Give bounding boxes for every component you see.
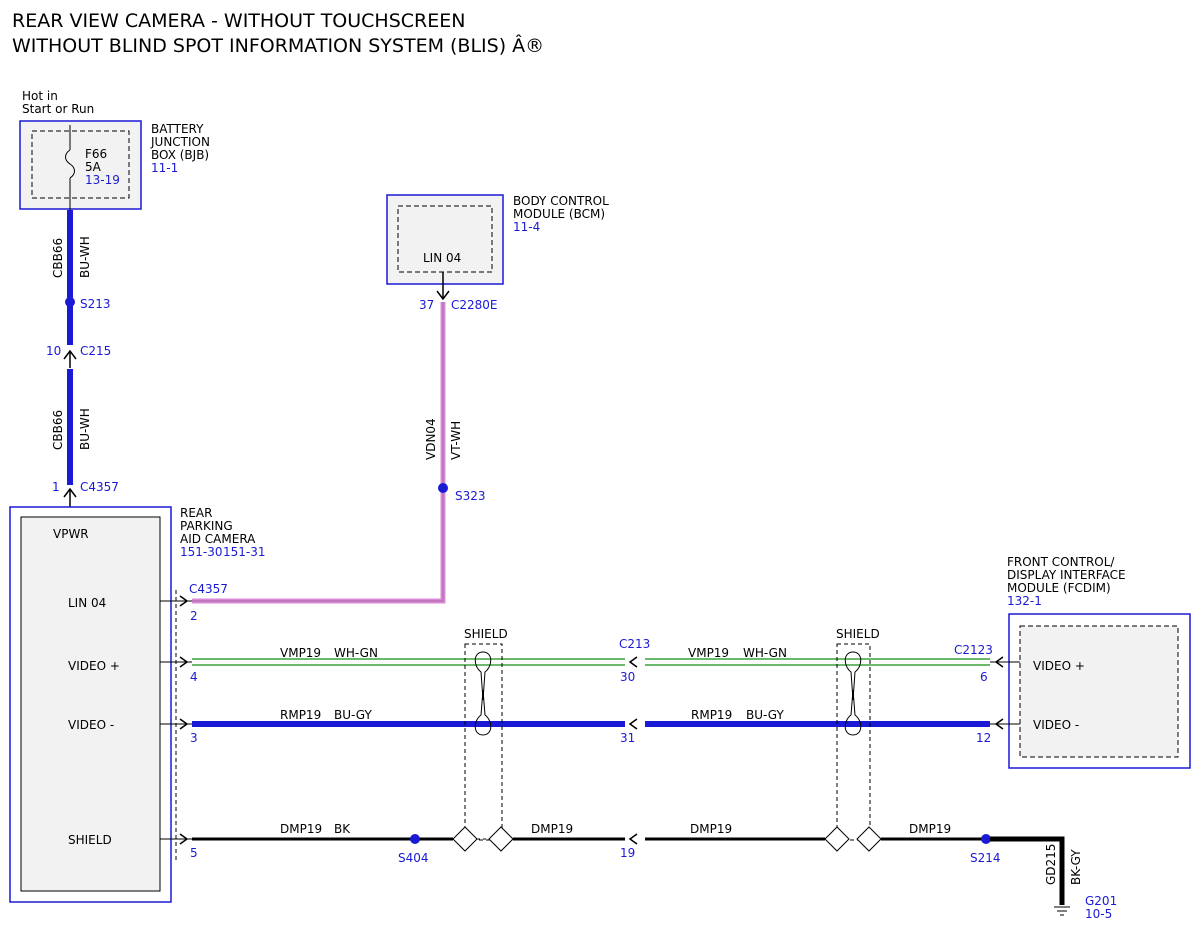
vpos-right-color: WH-GN bbox=[743, 646, 787, 660]
camera-pin-num-vneg: 3 bbox=[190, 731, 198, 745]
power-label-line2: Start or Run bbox=[22, 102, 94, 116]
camera-pin-num-vpos: 4 bbox=[190, 670, 198, 684]
bjb-name-line3: BOX (BJB) bbox=[151, 148, 209, 162]
shield-1 bbox=[452, 643, 514, 852]
splice-s404-dot bbox=[410, 834, 420, 844]
c4357-top-connector: C4357 bbox=[80, 480, 119, 494]
vpwr-lower-circuit: CBB66 bbox=[51, 410, 65, 450]
shield-2-label: SHIELD bbox=[836, 627, 880, 641]
bjb-name-line1: BATTERY bbox=[151, 122, 204, 136]
c215-connector: C215 bbox=[80, 344, 111, 358]
camera-pin-num-lin: 2 bbox=[190, 609, 198, 623]
splice-s213-label: S213 bbox=[80, 297, 111, 311]
splice-s404-label: S404 bbox=[398, 851, 429, 865]
shield-2 bbox=[824, 643, 882, 852]
video-pos-wire-right bbox=[645, 658, 990, 666]
drain3-circuit: DMP19 bbox=[690, 822, 732, 836]
camera-pin-lin: LIN 04 bbox=[68, 596, 106, 610]
c213-connector: C213 bbox=[619, 637, 650, 651]
ground-icon bbox=[1054, 906, 1070, 916]
connector-c215-icon bbox=[63, 349, 77, 360]
fcdim-name-line3: MODULE (FCDIM) bbox=[1007, 581, 1111, 595]
splice-s323-label: S323 bbox=[455, 489, 486, 503]
drain2-circuit: DMP19 bbox=[531, 822, 573, 836]
splice-s214-label: S214 bbox=[970, 851, 1001, 865]
vpos-left-circuit: VMP19 bbox=[280, 646, 321, 660]
camera-ref2: 151-31 bbox=[223, 545, 266, 559]
c213-pin-vpos: 30 bbox=[620, 670, 635, 684]
ground-wire bbox=[990, 836, 1065, 905]
fcdim-pin-num-vneg: 12 bbox=[976, 731, 991, 745]
c215-pin: 10 bbox=[46, 344, 61, 358]
vpos-left-color: WH-GN bbox=[334, 646, 378, 660]
fcdim-pin-num-vpos: 6 bbox=[980, 670, 988, 684]
fuse-ref: 13-19 bbox=[85, 173, 120, 187]
lin-wire-circuit: VDN04 bbox=[424, 418, 438, 460]
vpwr-upper-circuit: CBB66 bbox=[51, 238, 65, 278]
vpos-right-circuit: VMP19 bbox=[688, 646, 729, 660]
drain1-color: BK bbox=[334, 822, 351, 836]
vpwr-upper-color: BU-WH bbox=[78, 236, 92, 278]
c4357-top-pin: 1 bbox=[52, 480, 60, 494]
vpwr-lower-color: BU-WH bbox=[78, 408, 92, 450]
power-label-line1: Hot in bbox=[22, 89, 58, 103]
diagram-title-line1: REAR VIEW CAMERA - WITHOUT TOUCHSCREEN bbox=[12, 10, 465, 32]
c213-pin-vneg: 31 bbox=[620, 731, 635, 745]
drain4-circuit: DMP19 bbox=[909, 822, 951, 836]
vneg-left-color: BU-GY bbox=[334, 708, 372, 722]
splice-s214-dot bbox=[981, 834, 991, 844]
camera-connector: C4357 bbox=[189, 582, 228, 596]
ground-ref: 10-5 bbox=[1085, 907, 1112, 921]
bcm-pin-label: LIN 04 bbox=[423, 251, 461, 265]
bcm-name-line2: MODULE (BCM) bbox=[513, 207, 605, 221]
ground-wire-color: BK-GY bbox=[1069, 849, 1083, 885]
shield-1-label: SHIELD bbox=[464, 627, 508, 641]
vneg-left-circuit: RMP19 bbox=[280, 708, 321, 722]
bcm-name-line1: BODY CONTROL bbox=[513, 194, 609, 208]
fuse-name: F66 bbox=[85, 147, 107, 161]
vneg-right-color: BU-GY bbox=[746, 708, 784, 722]
camera-pin-num-shield: 5 bbox=[190, 846, 198, 860]
bcm-pin-arrow-icon bbox=[436, 290, 450, 301]
fuse-icon bbox=[65, 149, 75, 179]
camera-name-line1: REAR bbox=[180, 506, 212, 520]
camera-pin-video-pos: VIDEO + bbox=[68, 659, 120, 673]
body-control-module: LIN 04 bbox=[386, 194, 504, 301]
bjb-ref: 11-1 bbox=[151, 161, 178, 175]
camera-ref1: 151-30 bbox=[180, 545, 223, 559]
fcdim-pin-video-neg: VIDEO - bbox=[1033, 718, 1079, 732]
c213-pin-shield: 19 bbox=[620, 846, 635, 860]
camera-name-line2: PARKING bbox=[180, 519, 233, 533]
ground-wire-circuit: GD215 bbox=[1044, 844, 1058, 885]
bjb-name-line2: JUNCTION bbox=[150, 135, 210, 149]
ground-name: G201 bbox=[1085, 894, 1117, 908]
bcm-connector: C2280E bbox=[451, 298, 498, 312]
front-control-display-interface-module bbox=[990, 613, 1191, 769]
camera-pin-vpwr: VPWR bbox=[53, 527, 89, 541]
camera-pin-video-neg: VIDEO - bbox=[68, 718, 114, 732]
bcm-ref: 11-4 bbox=[513, 220, 540, 234]
diagram-title-line2: WITHOUT BLIND SPOT INFORMATION SYSTEM (B… bbox=[12, 34, 544, 57]
fcdim-pin-video-pos: VIDEO + bbox=[1033, 659, 1085, 673]
fuse-rating: 5A bbox=[85, 160, 102, 174]
splice-s323-dot bbox=[438, 483, 448, 493]
fcdim-connector: C2123 bbox=[954, 643, 993, 657]
connector-c4357-top-icon bbox=[63, 487, 77, 498]
connector-c213 bbox=[628, 656, 638, 845]
fcdim-name-line2: DISPLAY INTERFACE bbox=[1007, 568, 1126, 582]
drain1-circuit: DMP19 bbox=[280, 822, 322, 836]
vneg-right-circuit: RMP19 bbox=[691, 708, 732, 722]
bcm-pin-number: 37 bbox=[419, 298, 434, 312]
rear-parking-aid-camera bbox=[9, 506, 177, 903]
camera-pin-shield: SHIELD bbox=[68, 833, 112, 847]
fcdim-name-line1: FRONT CONTROL/ bbox=[1007, 555, 1115, 569]
splice-s213-dot bbox=[65, 297, 75, 307]
battery-junction-box: F66 5A 13-19 bbox=[19, 120, 142, 210]
fcdim-ref: 132-1 bbox=[1007, 594, 1042, 608]
lin-wire-color: VT-WH bbox=[449, 421, 463, 460]
camera-name-line3: AID CAMERA bbox=[180, 532, 256, 546]
video-pos-wire-left bbox=[192, 658, 625, 666]
